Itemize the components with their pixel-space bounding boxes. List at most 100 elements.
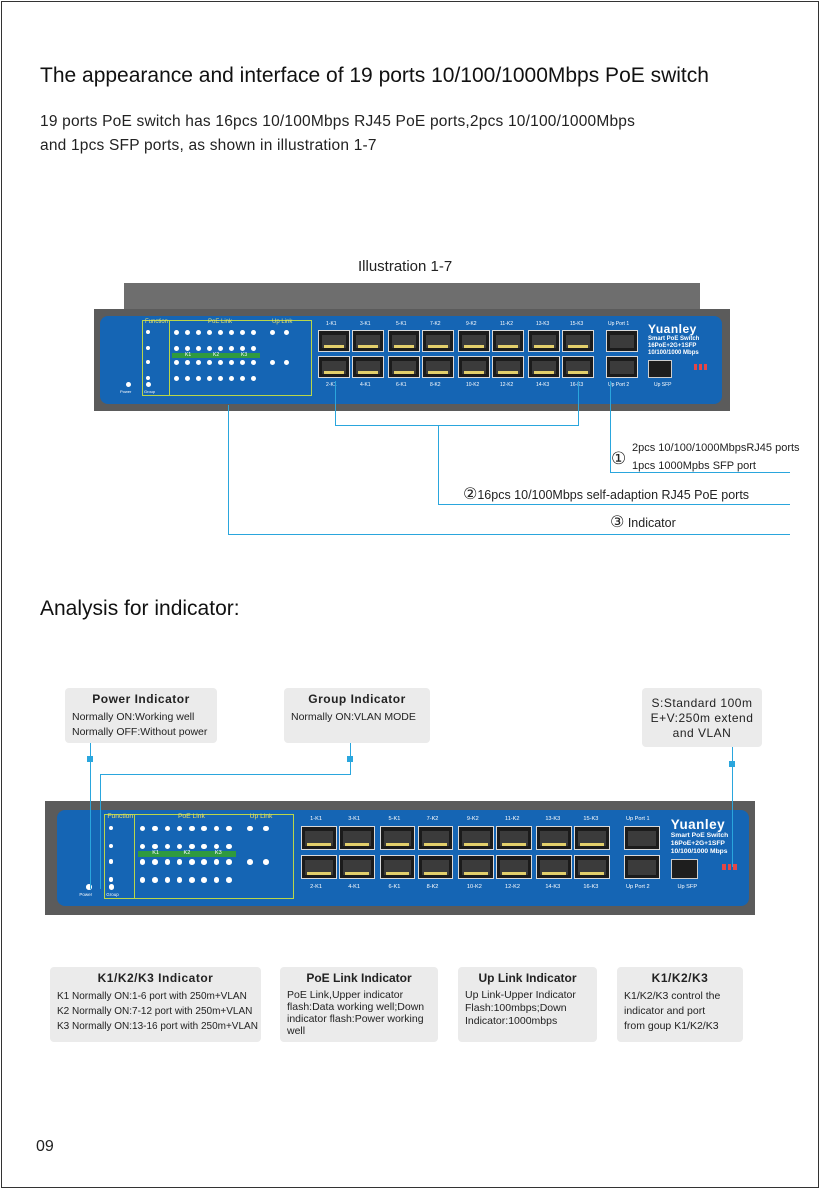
k-group-label: K1: [152, 850, 160, 857]
leader-line-2-bracket-left: [335, 381, 336, 426]
dip-switch: [704, 364, 707, 370]
group-label: Group: [144, 389, 156, 394]
port-led-indicator: [174, 330, 179, 335]
dip-switch: [699, 364, 702, 370]
model-line-1: Smart PoE Switch: [648, 336, 700, 342]
port-led-indicator: [229, 376, 234, 381]
k-group-label: K1: [185, 352, 192, 358]
rj45-port-pins: [542, 872, 567, 876]
rj45-port: [301, 825, 337, 851]
note-line: Normally ON:VLAN MODE: [291, 711, 416, 723]
power-label: Power: [120, 389, 132, 394]
rj45-port-pins: [385, 843, 410, 847]
poe-link-label: PoE Link: [208, 319, 233, 325]
port-led-indicator: [174, 346, 179, 351]
rj45-port: [417, 825, 454, 851]
function-led-indicator: [146, 376, 150, 380]
port-label-top: 5-K1: [396, 321, 407, 327]
port-led-indicator: [152, 877, 158, 883]
port-led-indicator: [218, 346, 223, 351]
k-group-strip: [137, 851, 237, 858]
port-led-indicator: [218, 330, 223, 335]
rj45-port: [318, 330, 350, 352]
callout-3: ③ Indicator: [610, 512, 676, 531]
leader-power-vertical: [90, 743, 91, 889]
port-label-top: 1-K1: [310, 815, 322, 822]
model-line-3: 10/100/1000 Mbps: [648, 350, 699, 356]
sfp-port: [648, 360, 672, 378]
k-group-label: K3: [241, 352, 248, 358]
port-label-top: 7-K2: [430, 321, 441, 327]
port-led-indicator: [139, 877, 146, 883]
note-title: Up Link Indicator: [478, 971, 577, 985]
uplink-led-indicator: [247, 859, 253, 865]
note-line: K3 Normally ON:13-16 port with 250m+VLAN: [57, 1021, 258, 1032]
port-led-indicator: [207, 360, 212, 365]
rj45-port: [379, 825, 416, 851]
port-led-indicator: [185, 330, 190, 335]
port-led-indicator: [251, 360, 256, 365]
rj45-port-pins: [534, 371, 554, 374]
port-label-top: 5-K1: [388, 815, 401, 822]
model-line-1: Smart PoE Switch: [670, 832, 729, 840]
rj45-port-socket: [356, 335, 380, 348]
port-led-indicator: [164, 877, 171, 883]
rj45-port: [536, 825, 573, 851]
rj45-port-pins: [568, 345, 588, 348]
rj45-port-socket: [500, 859, 528, 876]
rj45-port-pins: [345, 872, 370, 876]
rj45-port-socket: [496, 361, 520, 374]
switch-top-face: [124, 283, 700, 309]
port-led-indicator: [164, 859, 171, 865]
port-led-indicator: [176, 843, 183, 850]
rj45-port-socket: [305, 830, 333, 847]
rj45-port-socket: [566, 335, 590, 348]
up-sfp-label: Up SFP: [677, 883, 698, 890]
port-led-indicator: [229, 330, 234, 335]
rj45-port-socket: [532, 335, 556, 348]
port-led-indicator: [201, 877, 208, 883]
group-label: Group: [106, 891, 119, 897]
rj45-port: [528, 330, 560, 352]
rj45-port-pins: [464, 371, 484, 374]
port-led-indicator: [185, 360, 190, 365]
rj45-port-pins: [542, 843, 567, 847]
rj45-port-socket: [610, 335, 634, 348]
port-led-indicator: [174, 376, 179, 381]
rj45-port-socket: [383, 859, 412, 876]
note-line: and VLAN: [672, 726, 732, 740]
port-label-top: 13-K3: [545, 815, 561, 822]
port-led-indicator: [139, 859, 146, 865]
port-label-top: 15-K3: [583, 815, 599, 822]
port-label-top: 9-K2: [466, 321, 477, 327]
port-led-indicator: [152, 859, 158, 865]
up-port-2-label: Up Port 2: [608, 382, 630, 388]
port-label-bottom: 10-K2: [466, 382, 480, 388]
rj45-port: [458, 356, 490, 378]
rj45-port-pins: [498, 345, 518, 348]
port-led-indicator: [176, 877, 183, 883]
leader-mode-dot: [729, 761, 735, 767]
port-led-indicator: [176, 859, 183, 865]
rj45-port-socket: [322, 335, 346, 348]
port-led-indicator: [196, 330, 201, 335]
page-number: 09: [36, 1138, 54, 1155]
port-label-bottom: 16-K3: [583, 883, 599, 890]
leader-line-2-bracket-bottom: [335, 425, 579, 426]
callout-1-line-2: 1pcs 1000Mpbs SFP port: [632, 460, 756, 472]
intro-line-1: 19 ports PoE switch has 16pcs 10/100Mbps…: [40, 113, 636, 130]
note-line: E+V:250m extend: [650, 711, 754, 725]
rj45-port-pins: [498, 371, 518, 374]
port-led-indicator: [189, 859, 195, 865]
port-label-top: 9-K2: [466, 815, 479, 822]
leader-line-1-vertical: [610, 381, 611, 473]
rj45-port: [496, 854, 532, 880]
port-led-indicator: [240, 376, 245, 381]
k-group-label: K3: [214, 850, 222, 857]
port-led-indicator: [139, 843, 146, 850]
port-led-indicator: [189, 843, 195, 850]
port-label-bottom: 4-K1: [348, 883, 361, 890]
port-label-top: 15-K3: [570, 321, 584, 327]
note-line: PoE Link,Upper indicator: [287, 989, 404, 1001]
rj45-port-socket: [392, 335, 416, 348]
